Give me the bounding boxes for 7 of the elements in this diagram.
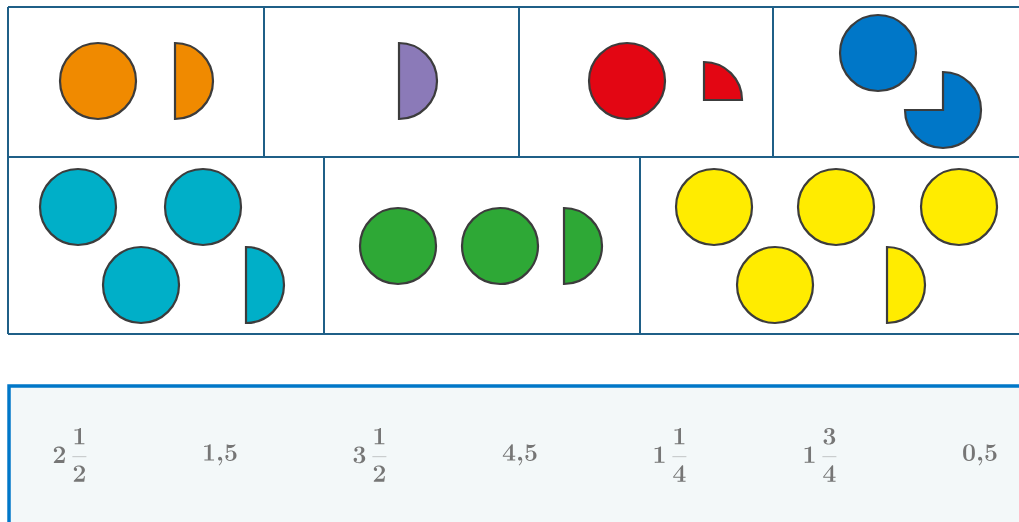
number-label: $1{,}5$ <box>204 444 237 466</box>
number-label: $3\,\frac{1}{2}$ <box>353 428 387 482</box>
number-label: $0{,}5$ <box>963 444 997 466</box>
number-label: $1\,\frac{3}{4}$ <box>804 428 837 482</box>
number-label: $1\,\frac{1}{4}$ <box>654 428 687 482</box>
number-label: $2\,\frac{1}{2}$ <box>53 428 87 482</box>
number-label: $4{,}5$ <box>502 444 537 466</box>
